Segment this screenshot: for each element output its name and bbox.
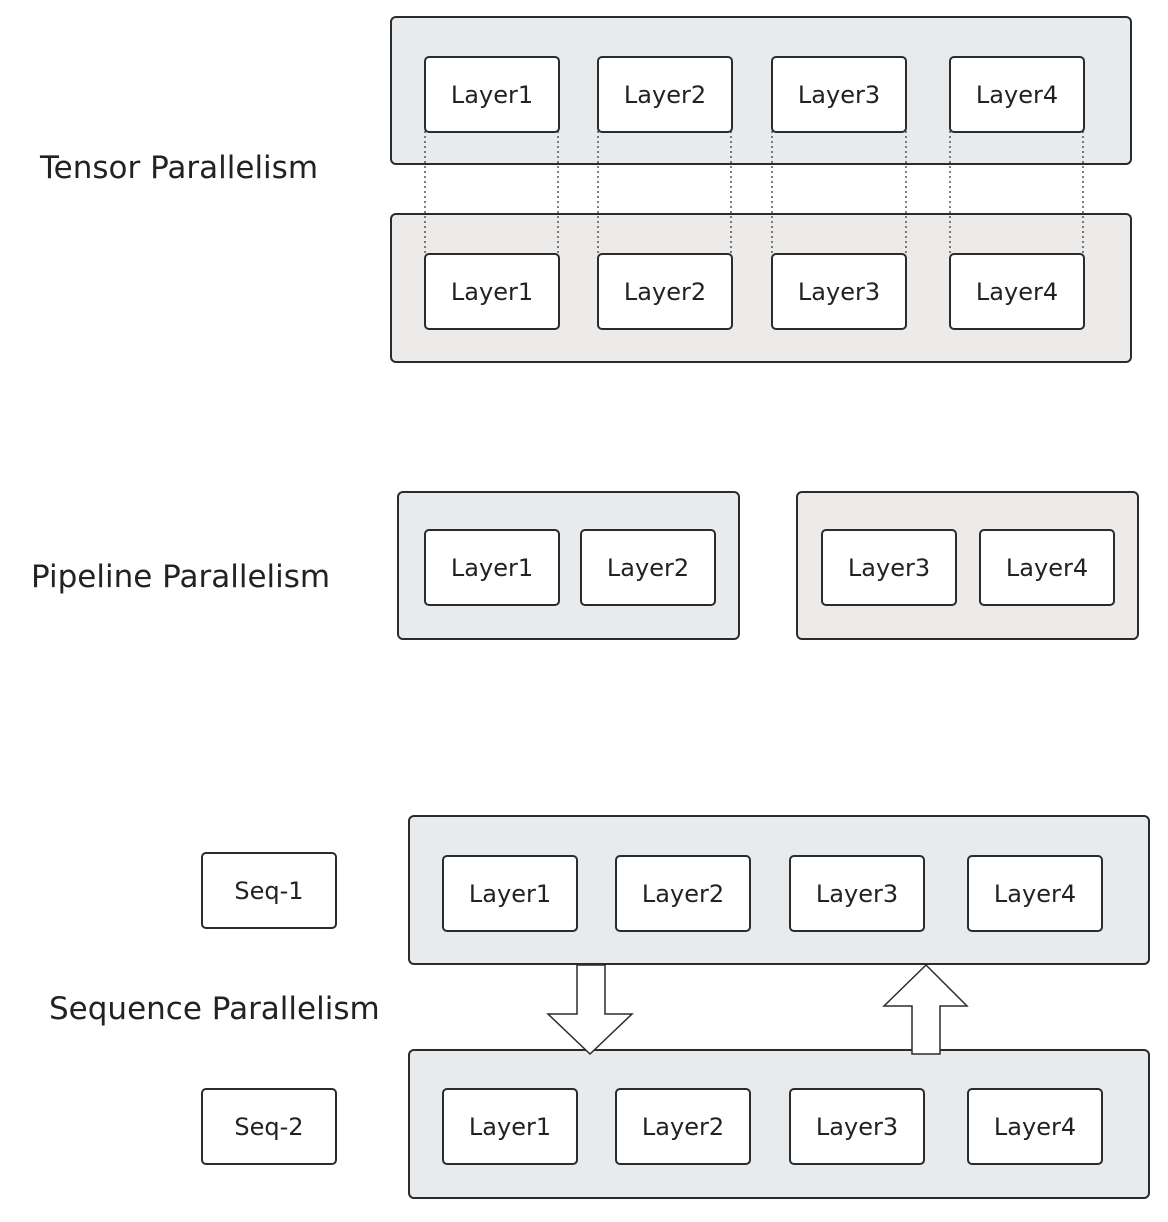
sequence-row1-layer1: Layer1 — [442, 855, 578, 932]
pipeline-stage1-layer2: Layer2 — [580, 529, 716, 606]
sequence-row1-layer4: Layer4 — [967, 855, 1103, 932]
sequence-parallelism-label: Sequence Parallelism — [49, 991, 380, 1027]
tensor-row1-layer2: Layer2 — [597, 56, 733, 133]
sequence-row1-layer2: Layer2 — [615, 855, 751, 932]
tensor-row2-layer4: Layer4 — [949, 253, 1085, 330]
tensor-row1-layer4: Layer4 — [949, 56, 1085, 133]
pipeline-parallelism-label: Pipeline Parallelism — [31, 559, 331, 595]
tensor-row2-layer2: Layer2 — [597, 253, 733, 330]
seq-2-box: Seq-2 — [201, 1088, 337, 1165]
tensor-parallelism-label: Tensor Parallelism — [40, 150, 319, 186]
pipeline-stage2-layer4: Layer4 — [979, 529, 1115, 606]
sequence-row2-layer3: Layer3 — [789, 1088, 925, 1165]
up-arrow-icon — [882, 963, 969, 1055]
pipeline-stage1-layer1: Layer1 — [424, 529, 560, 606]
sequence-row2-layer2: Layer2 — [615, 1088, 751, 1165]
sequence-row2-layer1: Layer1 — [442, 1088, 578, 1165]
sequence-row2-layer4: Layer4 — [967, 1088, 1103, 1165]
tensor-row2-layer1: Layer1 — [424, 253, 560, 330]
tensor-row1-layer1: Layer1 — [424, 56, 560, 133]
tensor-row1-layer3: Layer3 — [771, 56, 907, 133]
sequence-row1-layer3: Layer3 — [789, 855, 925, 932]
seq-1-box: Seq-1 — [201, 852, 337, 929]
pipeline-stage2-layer3: Layer3 — [821, 529, 957, 606]
down-arrow-icon — [546, 964, 634, 1056]
tensor-row2-layer3: Layer3 — [771, 253, 907, 330]
